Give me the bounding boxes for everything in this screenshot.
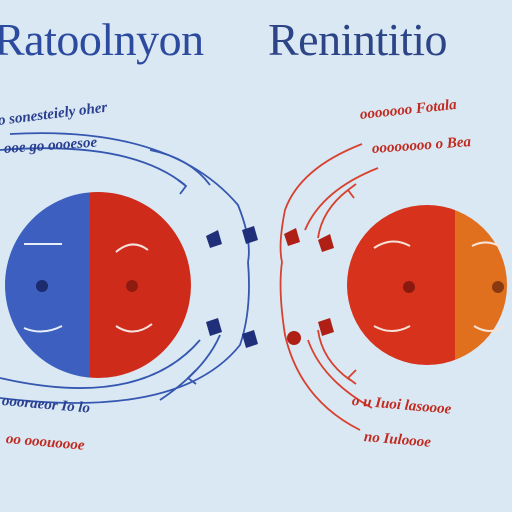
title-left: Ratoolnyon xyxy=(0,14,204,65)
end-arrows xyxy=(177,179,357,385)
left-face xyxy=(5,192,191,378)
red-arrow-bottom-right xyxy=(318,318,334,336)
title-right: Renintitio xyxy=(268,14,448,65)
arrow-markers xyxy=(206,226,334,348)
right-face-right-half xyxy=(455,205,507,365)
right-face-right-mouth xyxy=(473,325,505,332)
left-face-right-eye xyxy=(126,280,138,292)
right-face-right-eye xyxy=(492,281,504,293)
red-arrow-top-left xyxy=(284,228,300,246)
blue-arrow-top-left xyxy=(206,230,222,248)
right-face-left-half xyxy=(347,205,455,365)
blue-arrow-top-right xyxy=(242,226,258,244)
left-face-right-half xyxy=(90,192,191,378)
red-arrow-top-right xyxy=(318,234,334,252)
right-face-left-eye xyxy=(403,281,415,293)
blue-arrow-bottom-right xyxy=(242,330,258,348)
right-face xyxy=(347,205,507,365)
right-face-left-mouth xyxy=(373,325,411,332)
red-dot-bottom-left xyxy=(287,331,301,345)
left-face-left-mouth xyxy=(23,325,63,333)
right-connector-arcs xyxy=(279,143,379,431)
left-face-right-brow xyxy=(115,243,149,253)
left-face-left-eye xyxy=(36,280,48,292)
left-face-right-mouth xyxy=(115,323,153,333)
right-face-left-brow xyxy=(373,240,411,249)
right-face-right-brow xyxy=(471,241,503,249)
blue-arrow-bottom-left xyxy=(206,318,222,336)
